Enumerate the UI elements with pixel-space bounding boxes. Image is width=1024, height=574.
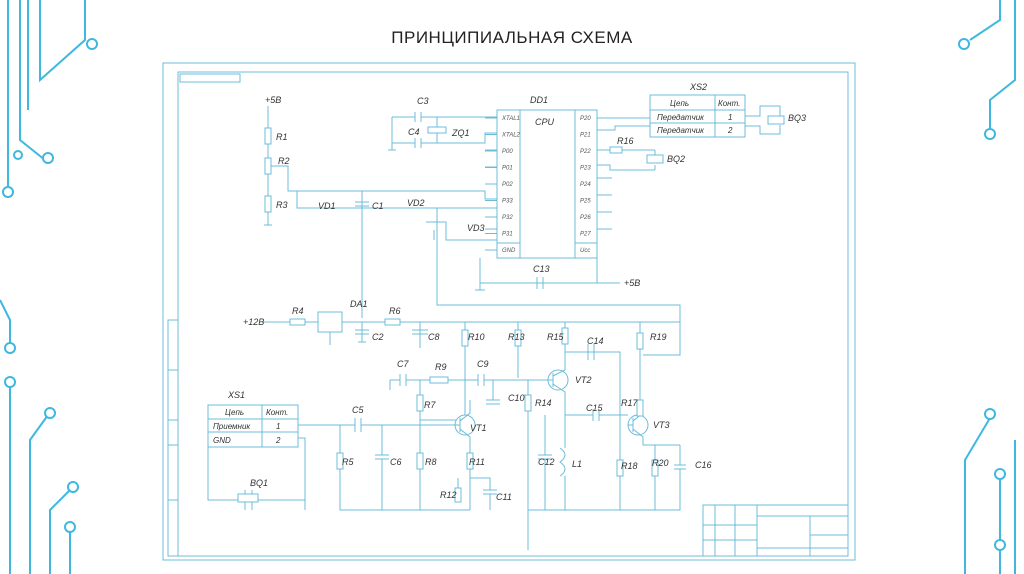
label-c2: C2: [372, 332, 384, 342]
xs1-table: XS1 Цепь Конт. Приемник 1 GND 2: [207, 390, 299, 448]
label-r5: R5: [342, 457, 354, 467]
label-l1: L1: [572, 459, 582, 469]
chip-pin-label: P20: [580, 116, 591, 122]
label-c16: C16: [695, 460, 712, 470]
label-r9: R9: [435, 362, 447, 372]
xs1-ref: XS1: [227, 390, 245, 400]
wires: [207, 105, 785, 550]
xs1-row-pin: 2: [275, 436, 281, 445]
chip-pin-label: P02: [502, 182, 513, 188]
label-vd2: VD2: [407, 198, 425, 208]
label-p5v_top: +5В: [265, 95, 281, 105]
chip-pin-label: P33: [502, 199, 513, 205]
xs1-row-net: Приемник: [213, 422, 251, 431]
chip-ref: DD1: [530, 95, 548, 105]
chip-pin-label: P26: [580, 215, 591, 221]
xs1-header-net: Цепь: [225, 408, 244, 417]
label-c8: C8: [428, 332, 440, 342]
label-r16: R16: [617, 136, 634, 146]
label-c4: C4: [408, 127, 420, 137]
label-r2: R2: [278, 156, 290, 166]
label-r17: R17: [621, 398, 639, 408]
label-r10: R10: [468, 332, 485, 342]
label-vd1: VD1: [318, 201, 336, 211]
xs2-row-pin: 1: [728, 113, 732, 122]
chip-pin-label: P01: [502, 166, 513, 172]
xs2-ref: XS2: [689, 82, 707, 92]
label-zq1: ZQ1: [451, 128, 470, 138]
chip-pin-label: XTAL2: [501, 133, 521, 139]
chip-pin-label: P31: [502, 232, 513, 238]
label-r18: R18: [621, 461, 638, 471]
chip-pin-label: P24: [580, 182, 591, 188]
drawing-inner-frame: [177, 71, 849, 557]
label-r4: R4: [292, 306, 304, 316]
chip-pin-label: P21: [580, 133, 591, 139]
label-p12v: +12В: [243, 317, 264, 327]
label-c12: C12: [538, 457, 555, 467]
label-r1: R1: [276, 132, 288, 142]
label-p5v_bot: +5В: [624, 278, 640, 288]
label-c1: C1: [372, 201, 384, 211]
label-c9: C9: [477, 359, 489, 369]
label-r13: R13: [508, 332, 525, 342]
label-vd3: VD3: [467, 223, 485, 233]
xs2-row-pin: 2: [727, 126, 733, 135]
chip-name: CPU: [535, 117, 555, 127]
chip-pin-label: P22: [580, 149, 591, 155]
label-c10: C10: [508, 393, 525, 403]
chip-pin-label: GND: [502, 248, 516, 254]
chip-pin-label: Ucc: [580, 248, 590, 254]
label-c7: C7: [397, 359, 409, 369]
label-bq1: BQ1: [250, 478, 268, 488]
chip-pin-label: P32: [502, 215, 513, 221]
chip-pin-label: P23: [580, 166, 591, 172]
chip-pin-label: P00: [502, 149, 513, 155]
label-r14: R14: [535, 398, 552, 408]
xs2-row-net: Передатчик: [657, 113, 705, 122]
label-c5: C5: [352, 405, 364, 415]
label-r7: R7: [424, 400, 436, 410]
xs1-header-pin: Конт.: [266, 408, 288, 417]
chip-pin-label: P25: [580, 199, 591, 205]
label-c15: C15: [586, 403, 604, 413]
label-c13: C13: [533, 264, 550, 274]
label-r15: R15: [547, 332, 565, 342]
label-r8: R8: [425, 457, 437, 467]
label-r19: R19: [650, 332, 667, 342]
label-c11: C11: [496, 492, 512, 502]
label-vt1: VT1: [470, 423, 487, 433]
slide-title: ПРИНЦИПИАЛЬНАЯ СХЕМА: [391, 28, 633, 47]
label-bq2: BQ2: [667, 154, 685, 164]
title-block: [702, 504, 849, 557]
xs1-row-net: GND: [213, 436, 231, 445]
label-c14: C14: [587, 336, 604, 346]
label-c3: C3: [417, 96, 429, 106]
xs2-header-pin: Конт.: [718, 99, 740, 108]
label-c6: C6: [390, 457, 402, 467]
chip-pin-label: P27: [580, 232, 591, 238]
label-r11: R11: [469, 457, 485, 467]
chip-pin-label: XTAL1: [501, 116, 520, 122]
label-da1: DA1: [350, 299, 368, 309]
label-r3: R3: [276, 200, 288, 210]
xs1-row-pin: 1: [276, 422, 280, 431]
label-r12: R12: [440, 490, 457, 500]
label-vt2: VT2: [575, 375, 592, 385]
label-r20: R20: [652, 458, 669, 468]
xs2-row-net: Передатчик: [657, 126, 705, 135]
xs2-header-net: Цепь: [670, 99, 689, 108]
drawing-outer-frame: [162, 62, 856, 561]
label-bq3: BQ3: [788, 113, 806, 123]
label-vt3: VT3: [653, 420, 670, 430]
xs2-table: XS2 Цепь Конт. Передатчик 1 Передатчик 2: [649, 82, 746, 138]
side-stamp-column: [167, 319, 179, 557]
label-r6: R6: [389, 306, 401, 316]
